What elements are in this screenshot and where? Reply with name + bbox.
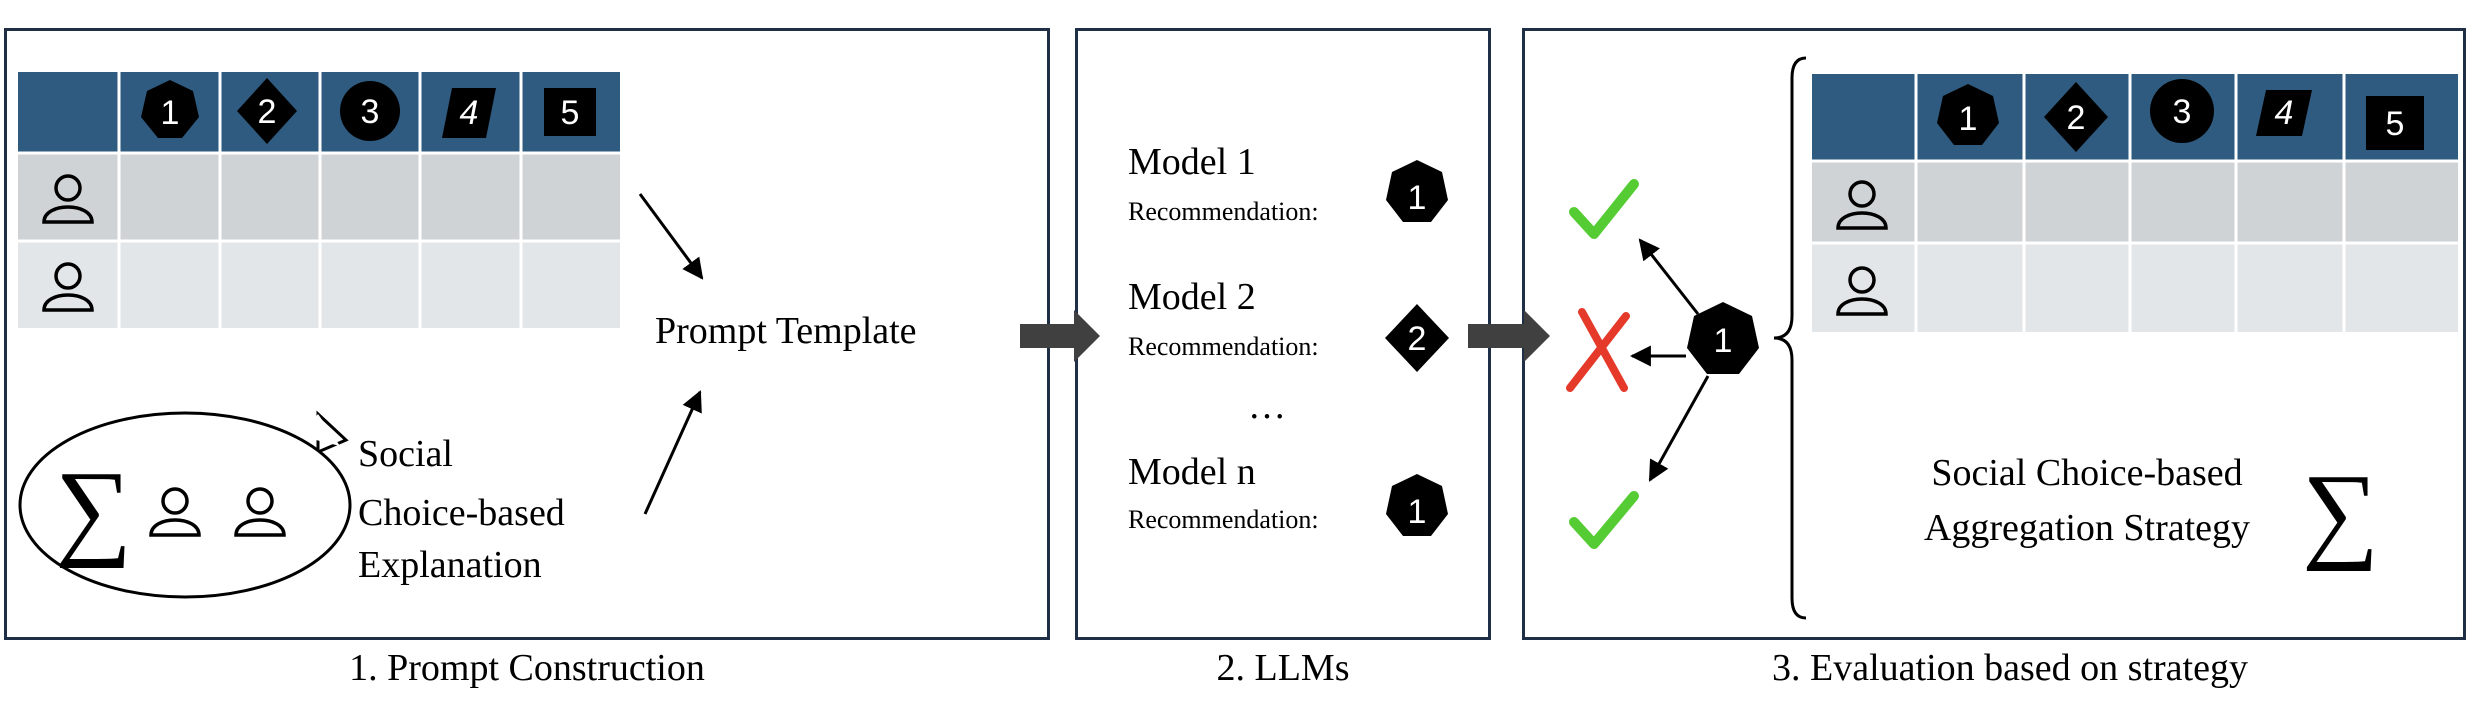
right-table-row-1: [1812, 162, 2458, 242]
construction-to-llms-arrow: [1020, 310, 1100, 362]
right-header-label-3: 3: [2173, 93, 2192, 131]
model-1-item-label: 1: [1408, 179, 1427, 217]
model-2-name: Model 2: [1128, 276, 1256, 318]
model-1-name: Model 1: [1128, 141, 1256, 183]
model-1-heptagon-icon: [1386, 160, 1448, 222]
check-bottom-icon: [1569, 491, 1639, 549]
model-2-recommendation-label: Recommendation:: [1128, 332, 1319, 361]
right-item-4-parallelogram-icon: [2256, 90, 2312, 136]
right-header-label-1: 1: [1959, 100, 1978, 138]
aggregate-item-heptagon-icon: [1687, 302, 1759, 374]
left-header-label-4: 4: [460, 94, 479, 132]
sigma-icon-left: ∑: [55, 450, 132, 569]
cross-icon: [1566, 308, 1630, 392]
caption-prompt-construction: 1. Prompt Construction: [349, 647, 705, 689]
strategy-line-1: Social Choice-based: [1931, 452, 2242, 494]
right-item-3-circle-icon: [2150, 79, 2214, 143]
prompt-template-label: Prompt Template: [655, 310, 917, 352]
right-header-label-5: 5: [2386, 105, 2405, 143]
model-2-item-label: 2: [1408, 320, 1427, 358]
left-header-label-5: 5: [561, 94, 580, 132]
explanation-line-2: Choice-based: [358, 492, 565, 534]
right-item-5-square-icon: [2366, 96, 2424, 150]
right-table-header-row: [1812, 74, 2458, 160]
caption-evaluation: 3. Evaluation based on strategy: [1772, 647, 2248, 689]
model-n-recommendation-label: Recommendation:: [1128, 505, 1319, 534]
table-to-template-arrow: [638, 193, 704, 280]
right-item-1-heptagon-icon: [1937, 84, 1999, 145]
item-2-diamond-icon: [237, 78, 297, 144]
left-header-label-3: 3: [361, 93, 380, 131]
explanation-to-template-arrow: [643, 390, 702, 515]
model-2-diamond-icon: [1385, 304, 1449, 372]
right-table-row-2: [1812, 244, 2458, 332]
heptagon-to-check-bottom-arrow: [1648, 375, 1710, 482]
item-1-heptagon-icon: [141, 80, 199, 138]
explanation-line-1: Social: [358, 433, 453, 475]
model-n-item-label: 1: [1408, 493, 1427, 531]
model-n-heptagon-icon: [1386, 474, 1448, 536]
heptagon-to-check-top-arrow: [1638, 238, 1700, 315]
models-ellipsis: …: [1248, 385, 1286, 427]
right-header-label-4: 4: [2275, 94, 2294, 132]
llms-to-evaluation-arrow: [1468, 310, 1550, 362]
model-1-recommendation-label: Recommendation:: [1128, 197, 1319, 226]
left-header-label-2: 2: [258, 93, 277, 131]
item-5-square-icon: [544, 88, 596, 136]
right-user-item-table: 1 2 3 4 5: [1812, 74, 2458, 332]
strategy-line-2: Aggregation Strategy: [1924, 507, 2250, 549]
explanation-speech-bubble: ∑: [18, 410, 352, 599]
left-header-label-1: 1: [161, 94, 180, 132]
right-header-label-2: 2: [2067, 99, 2086, 137]
left-user-item-table: 1 2 3 4 5: [18, 72, 620, 328]
model-n-name: Model n: [1128, 451, 1256, 493]
item-3-circle-icon: [340, 81, 400, 141]
caption-llms: 2. LLMs: [1216, 647, 1350, 689]
item-4-parallelogram-icon: [442, 88, 496, 138]
sigma-icon-right: ∑: [2302, 453, 2379, 572]
curly-brace: [1773, 56, 1807, 620]
check-top-icon: [1569, 179, 1639, 239]
explanation-line-3: Explanation: [358, 544, 542, 586]
aggregate-item-label: 1: [1714, 322, 1733, 360]
right-item-2-diamond-icon: [2044, 82, 2108, 152]
